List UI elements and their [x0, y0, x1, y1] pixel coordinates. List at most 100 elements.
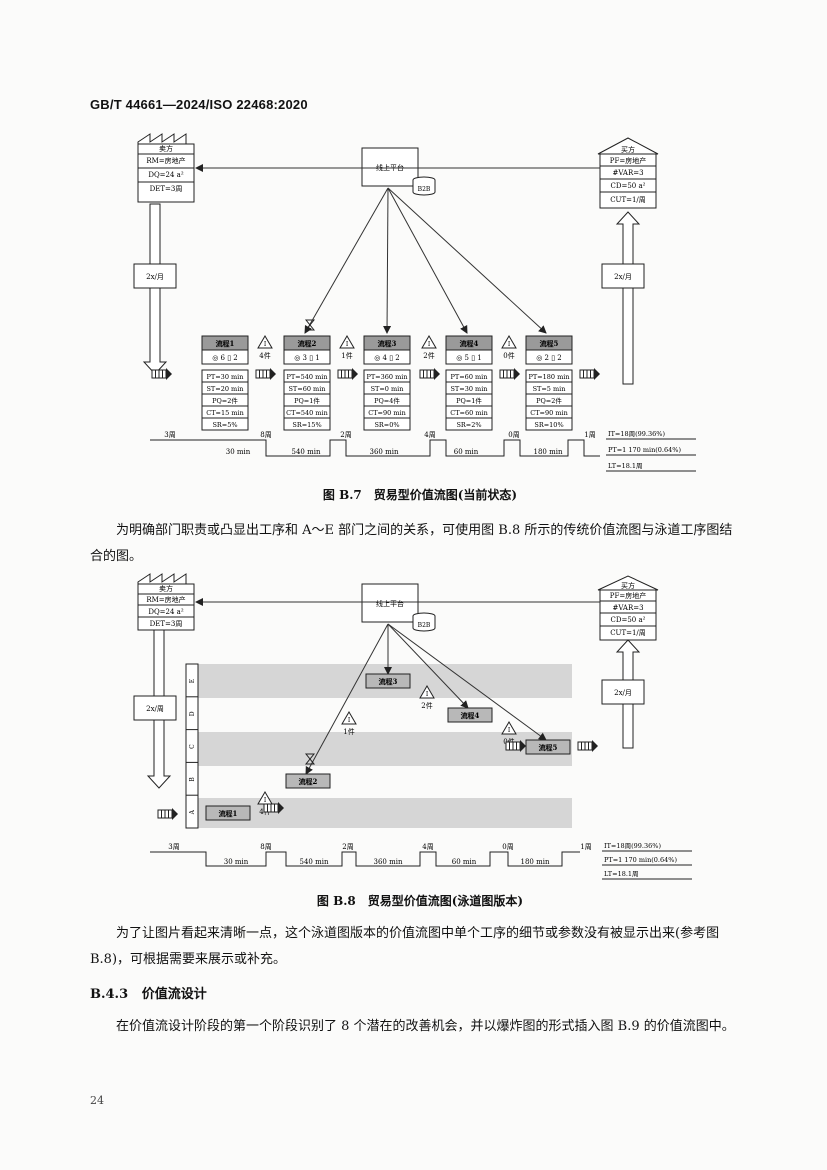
supplier-row: DET=3周 — [150, 185, 183, 193]
process-param: CT=15 min — [206, 409, 244, 417]
process-param: PQ=2件 — [212, 396, 238, 405]
customer-row: CUT=1/周 — [610, 196, 646, 204]
online-platform: 线上平台 B2B — [361, 583, 436, 632]
process-param: PQ=1件 — [456, 396, 482, 405]
inventory-icon — [421, 335, 437, 349]
process-time-label: 540 min — [292, 448, 321, 456]
section-heading: B.4.3 价值流设计 — [90, 983, 207, 1002]
hourglass-icon — [304, 319, 316, 331]
process-time-label: 60 min — [454, 448, 479, 456]
wait-time-label: 8周 — [260, 431, 271, 439]
process-param: SR=5% — [212, 421, 237, 429]
lane-a-band — [198, 798, 572, 828]
supplier-box: 卖方 RM=房地产 DQ=24 a² DET=3周 — [137, 573, 195, 631]
online-platform: 线上平台 B2B — [361, 147, 436, 196]
inventory-icon — [419, 685, 435, 699]
wait-time-label: 4周 — [424, 431, 435, 439]
process-param: PQ=2件 — [536, 396, 562, 405]
process-param: CT=60 min — [450, 409, 488, 417]
process-time-label: 540 min — [300, 858, 329, 866]
svg-text:I: I — [508, 341, 511, 348]
process-param: PQ=1件 — [294, 396, 320, 405]
operator-shift: ◎ 6 ▯ 2 — [212, 354, 238, 362]
process-box: 流程3 — [365, 673, 411, 689]
lane-label: C — [189, 744, 196, 749]
wait-time-label: 3周 — [168, 843, 179, 851]
customer-title: 买方 — [621, 145, 635, 154]
process-name: 流程1 — [219, 809, 238, 818]
lead-time-ladder — [150, 851, 580, 867]
process-box: 流程5 — [525, 739, 571, 755]
svg-text:CD=50 a²: CD=50 a² — [611, 616, 646, 624]
process-param: SR=10% — [534, 421, 563, 429]
process-time-label: 60 min — [452, 858, 477, 866]
document-code: GB/T 44661—2024/ISO 22468:2020 — [90, 97, 308, 112]
svg-text:#VAR=3: #VAR=3 — [612, 604, 643, 612]
summary-label: PT=1 170 min(0.64%) — [608, 446, 681, 454]
process-time-label: 180 min — [534, 448, 563, 456]
process-param: SR=0% — [374, 421, 399, 429]
section-title: 价值流设计 — [141, 987, 207, 1002]
process-param: SR=2% — [456, 421, 481, 429]
database-icon: B2B — [418, 186, 431, 193]
process-time-label: 180 min — [521, 858, 550, 866]
process-param: SR=15% — [292, 421, 321, 429]
customer-row: CD=50 a² — [611, 182, 646, 190]
svg-text:I: I — [264, 341, 267, 348]
process-box: 流程2 — [285, 773, 331, 789]
process-name: 流程4 — [461, 711, 480, 720]
svg-text:I: I — [346, 341, 349, 348]
process-time-label: 360 min — [374, 858, 403, 866]
svg-text:I: I — [426, 691, 429, 698]
process-param: PT=30 min — [207, 373, 244, 381]
summary-label: PT=1 170 min(0.64%) — [604, 856, 677, 864]
supplier-row: RM=房地产 — [146, 156, 185, 165]
process-param: PT=180 min — [528, 373, 569, 381]
wait-time-label: 1周 — [584, 431, 595, 439]
svg-text:I: I — [428, 341, 431, 348]
process-param: ST=60 min — [288, 385, 325, 393]
process-name: 流程5 — [540, 339, 559, 348]
process-param: ST=0 min — [371, 385, 404, 393]
lane-label: B — [189, 777, 196, 782]
process-param: ST=5 min — [533, 385, 566, 393]
svg-text:2x/月: 2x/月 — [614, 689, 632, 697]
svg-text:I: I — [348, 717, 351, 724]
inventory-label: 2件 — [423, 351, 434, 360]
process-box: 流程4 — [447, 707, 493, 723]
lane-label: E — [189, 679, 196, 683]
supplier-box: 卖方 RM=房地产 DQ=24 a² DET=3周 — [137, 133, 195, 203]
process-param: CT=90 min — [368, 409, 406, 417]
inventory-icon — [341, 711, 357, 725]
process-time-label: 360 min — [370, 448, 399, 456]
right-frequency: 2x/月 — [614, 273, 632, 281]
paragraph-1: 为明确部门职责或凸显出工序和 A～E 部门之间的关系，可使用图 B.8 所示的传… — [90, 523, 733, 564]
process-param: ST=30 min — [450, 385, 487, 393]
page-number: 24 — [90, 1094, 104, 1107]
svg-text:卖方: 卖方 — [159, 584, 173, 593]
supplier-title: 卖方 — [159, 144, 173, 153]
customer-row: #VAR=3 — [612, 169, 643, 177]
section-number: B.4.3 — [90, 987, 129, 1002]
process-name: 流程4 — [460, 339, 479, 348]
shipment-up-arrow — [615, 211, 641, 385]
svg-text:DET=3周: DET=3周 — [150, 620, 183, 628]
inventory-icon — [501, 721, 517, 735]
figure-b7: 卖方 RM=房地产 DQ=24 a² DET=3周 买方 PF=房地产 #VAR… — [133, 133, 696, 472]
process-box: 流程1 — [205, 805, 251, 821]
inventory-icon — [339, 335, 355, 349]
process-param: PQ=4件 — [374, 396, 400, 405]
customer-row: PF=房地产 — [610, 156, 646, 165]
process-param: PT=540 min — [286, 373, 327, 381]
process-param: PT=360 min — [366, 373, 407, 381]
database-icon: B2B — [418, 622, 431, 629]
shipment-down-arrow — [142, 203, 168, 375]
left-frequency: 2x/月 — [146, 273, 164, 281]
summary-label: LT=18.1周 — [604, 870, 639, 878]
inventory-label: 2件 — [421, 701, 432, 710]
